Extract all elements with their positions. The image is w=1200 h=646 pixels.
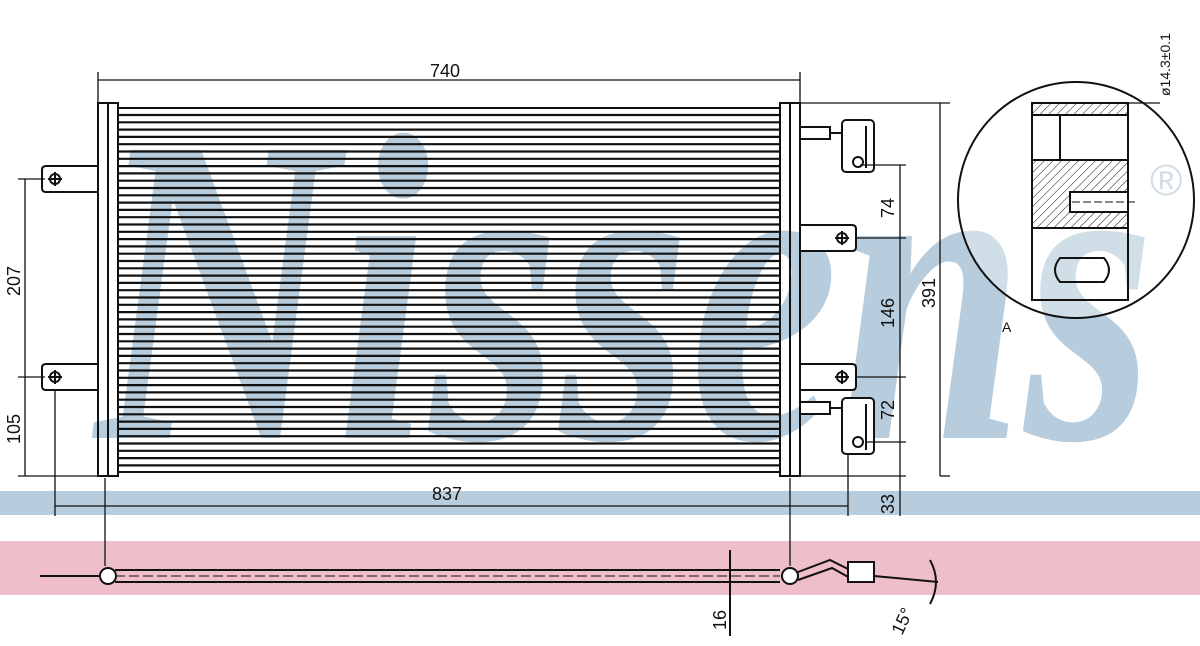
dim-right-bottom: 33: [878, 494, 898, 514]
left-lower-bracket: [41, 363, 99, 391]
side-view: [40, 550, 939, 636]
fin-lines: [118, 113, 780, 467]
condenser-core: [97, 102, 801, 477]
registered-mark: ®: [1150, 156, 1182, 205]
dim-thickness: 16: [710, 610, 730, 630]
pink-band: [0, 541, 1200, 595]
dim-width-top: 740: [430, 61, 460, 81]
right-upper-bracket: [799, 224, 857, 252]
detail-label: A: [1002, 319, 1012, 335]
dim-overall-height: 391: [919, 278, 939, 308]
right-lower-bracket: [799, 363, 857, 391]
dimension-lines: [18, 72, 950, 566]
dim-right-mid: 146: [878, 298, 898, 328]
dim-width-bottom: 837: [432, 484, 462, 504]
upper-fitting: [799, 119, 875, 173]
left-upper-bracket: [41, 165, 99, 193]
dim-right-low: 72: [878, 400, 898, 420]
dim-angle: 15°: [887, 605, 917, 638]
dim-left-upper: 207: [4, 266, 24, 296]
dim-port-diameter: ø14.3±0.1: [1157, 33, 1173, 96]
detail-a-view: [957, 81, 1195, 319]
dim-left-lower: 105: [4, 414, 24, 444]
blue-band: [0, 491, 1200, 515]
dim-right-top: 74: [878, 198, 898, 218]
